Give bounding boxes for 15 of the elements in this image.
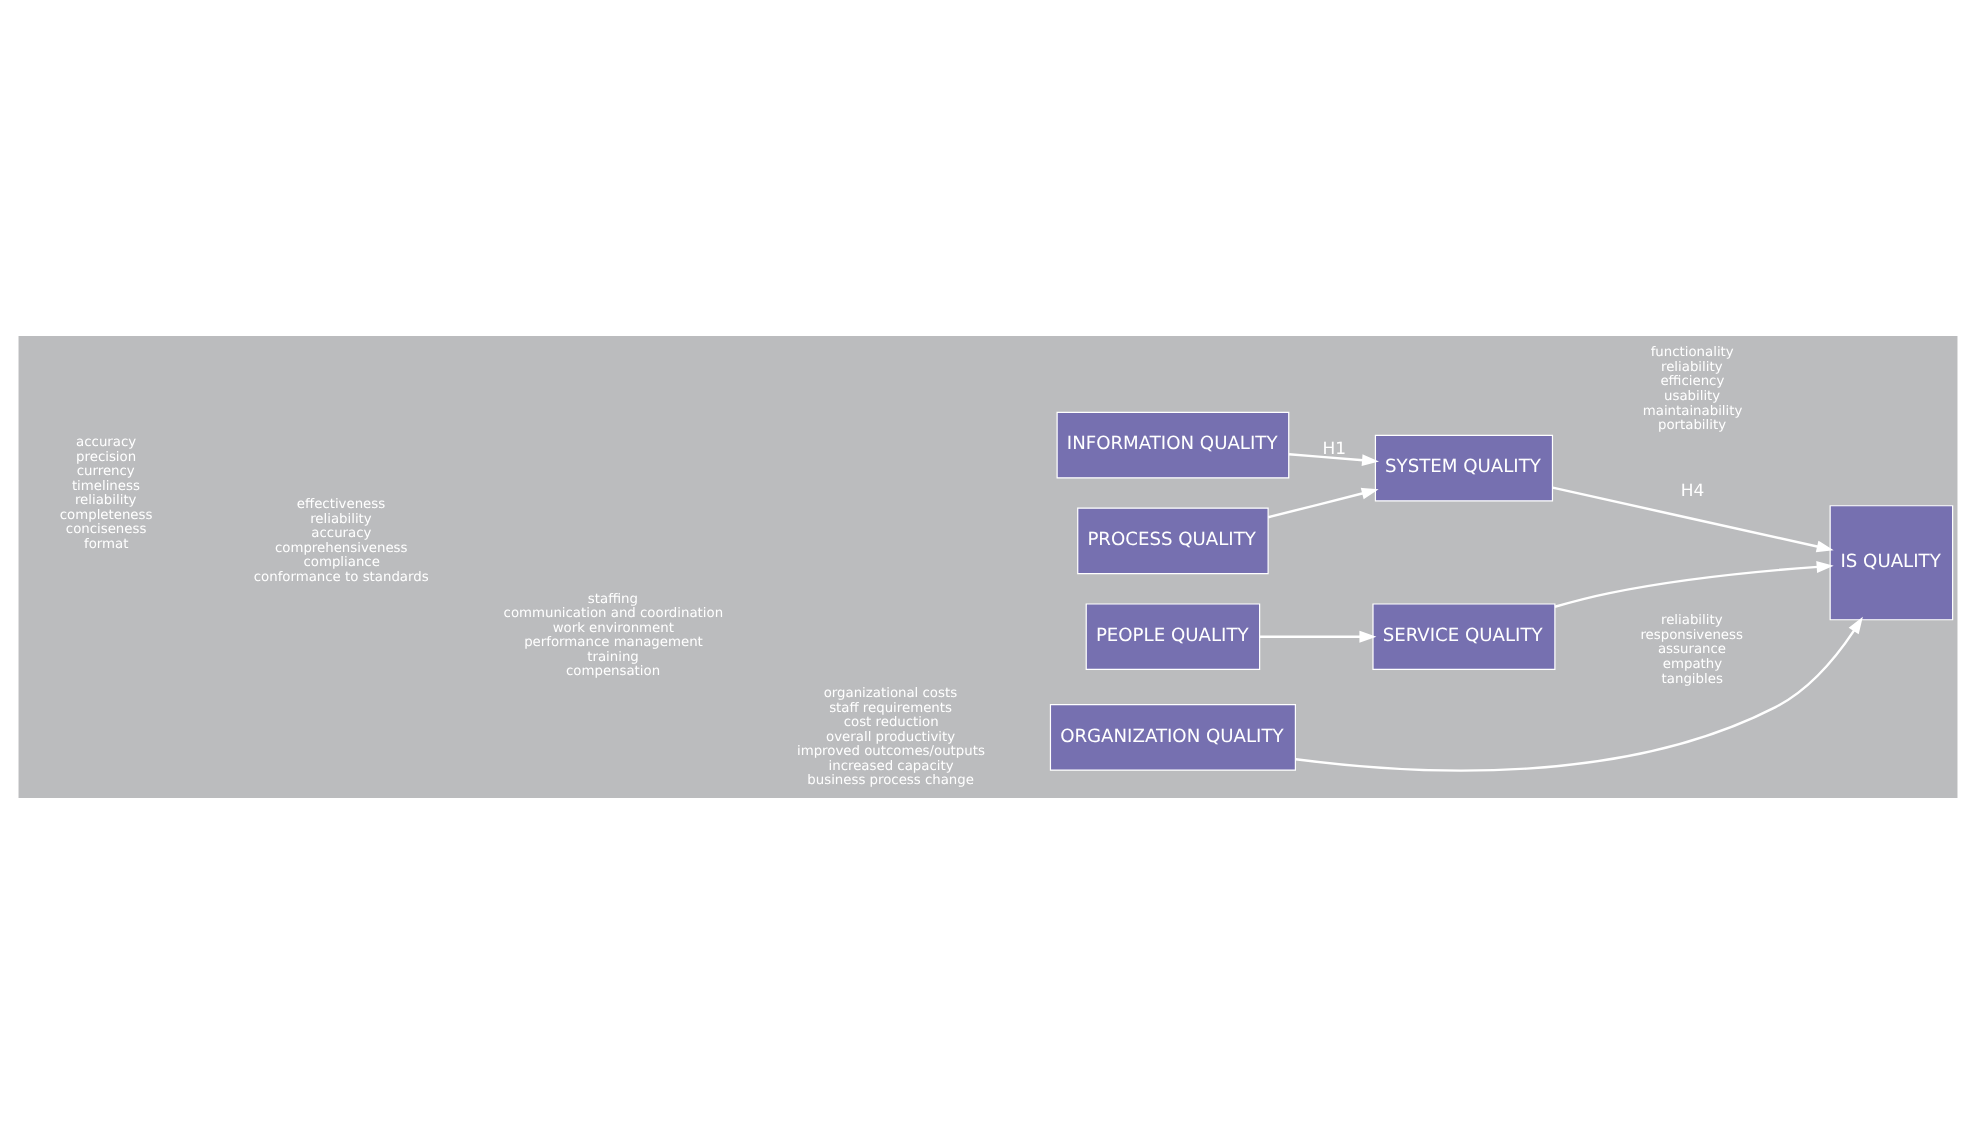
- arrow: [1259, 630, 1377, 643]
- node-box: PEOPLE QUALITY: [1085, 603, 1261, 671]
- arrow: [1552, 486, 1834, 553]
- node-box: PROCESS QUALITY: [1077, 507, 1269, 575]
- arrow: [1267, 487, 1379, 519]
- node-box: IS QUALITY: [1829, 505, 1954, 621]
- arrow: [1295, 616, 1863, 772]
- node-box: INFORMATION QUALITY: [1056, 411, 1290, 479]
- node-box: SYSTEM QUALITY: [1374, 434, 1554, 502]
- arrow: [1288, 453, 1380, 467]
- edge-label: H4: [1680, 480, 1705, 501]
- arrow: [1554, 561, 1834, 608]
- node-box: ORGANIZATION QUALITY: [1049, 704, 1296, 771]
- edge-label: H1: [1322, 437, 1346, 458]
- node-box: SERVICE QUALITY: [1372, 603, 1556, 671]
